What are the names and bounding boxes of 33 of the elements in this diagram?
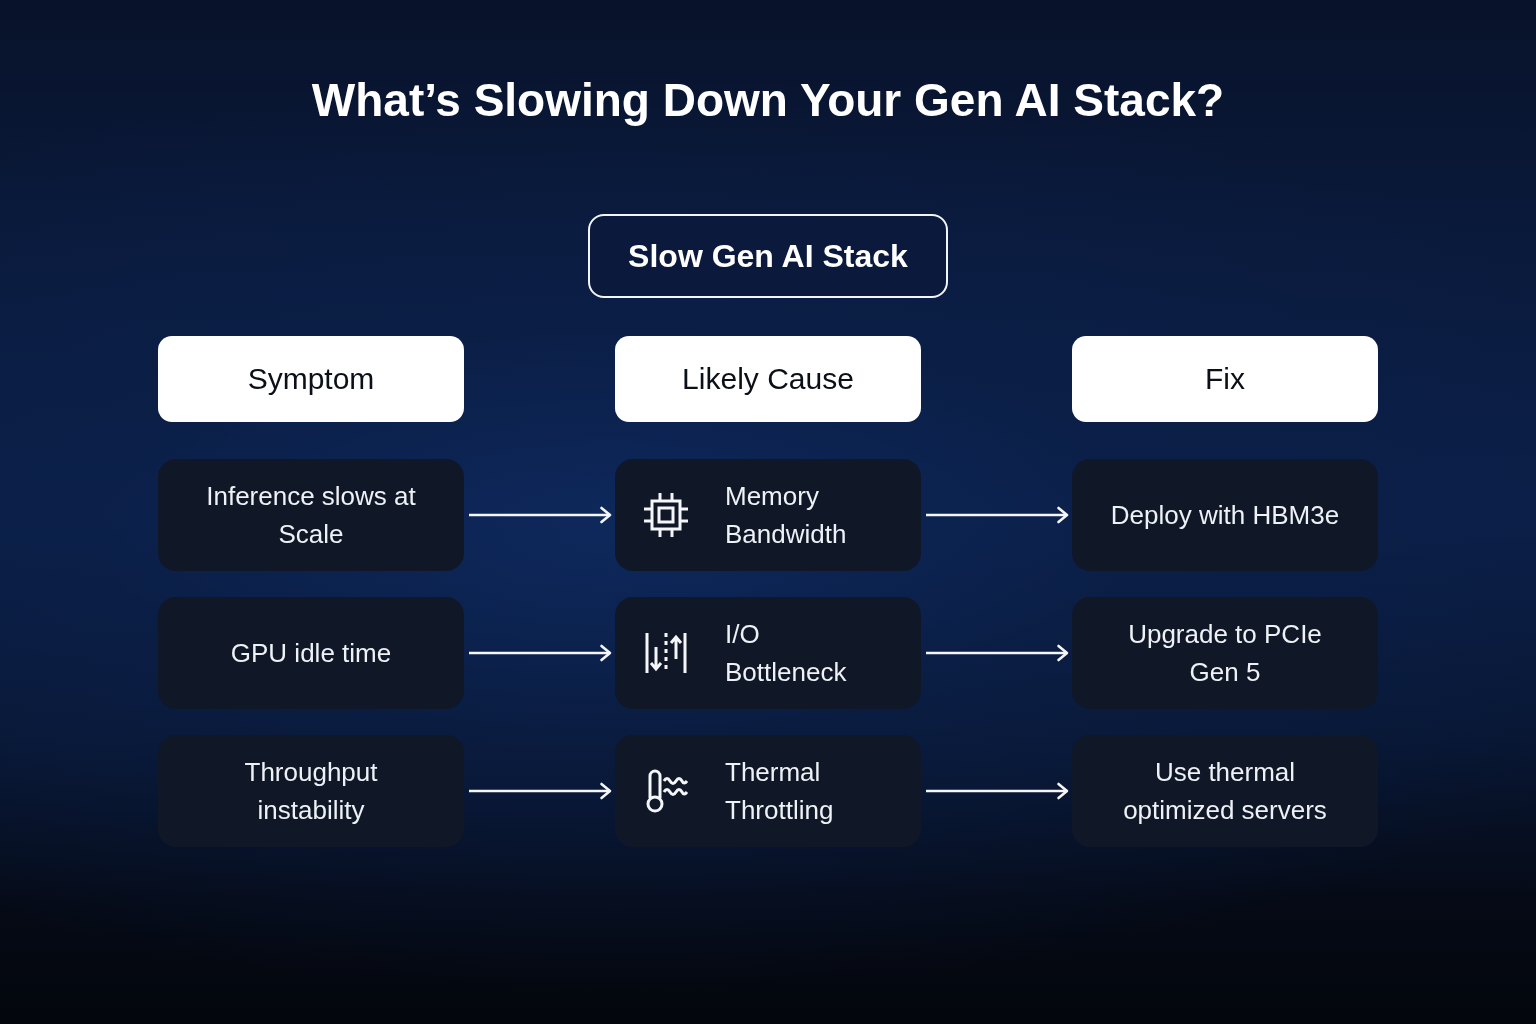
symptom-card: [158, 597, 464, 709]
column-header-box: [158, 336, 464, 422]
card-text: Use thermal optimized servers: [1122, 756, 1328, 827]
fix-card: [1072, 735, 1378, 847]
card-text: Memory Bandwidth: [725, 480, 848, 551]
stack-box: [588, 214, 948, 298]
fix-card: [1072, 597, 1378, 709]
arrow: [926, 506, 1069, 524]
arrow: [926, 782, 1069, 800]
cause-card: [615, 459, 921, 571]
column-header-box: [615, 336, 921, 422]
arrow: [926, 644, 1069, 662]
card-text: Throughput instability: [243, 756, 379, 827]
arrow: [469, 644, 612, 662]
cause-card: [615, 735, 921, 847]
card-text: Upgrade to PCIe Gen 5: [1127, 618, 1323, 689]
column-header-label: Likely Cause: [682, 362, 854, 396]
symptom-card: [158, 735, 464, 847]
column-header-label: Fix: [1205, 362, 1245, 396]
symptom-card: [158, 459, 464, 571]
arrow: [469, 782, 612, 800]
card-text: Thermal Throttling: [725, 756, 835, 827]
stack-label: Slow Gen AI Stack: [628, 237, 908, 275]
column-header-box: [1072, 336, 1378, 422]
cause-card: [615, 597, 921, 709]
card-text: Inference slows at Scale: [205, 480, 417, 551]
card-text: Deploy with HBM3e: [1110, 499, 1340, 532]
card-text: GPU idle time: [230, 637, 392, 670]
fix-card: [1072, 459, 1378, 571]
diagram-title: What’s Slowing Down Your Gen AI Stack?: [311, 73, 1225, 128]
arrow: [469, 506, 612, 524]
card-text: I/O Bottleneck: [725, 618, 848, 689]
column-header-label: Symptom: [247, 362, 375, 396]
